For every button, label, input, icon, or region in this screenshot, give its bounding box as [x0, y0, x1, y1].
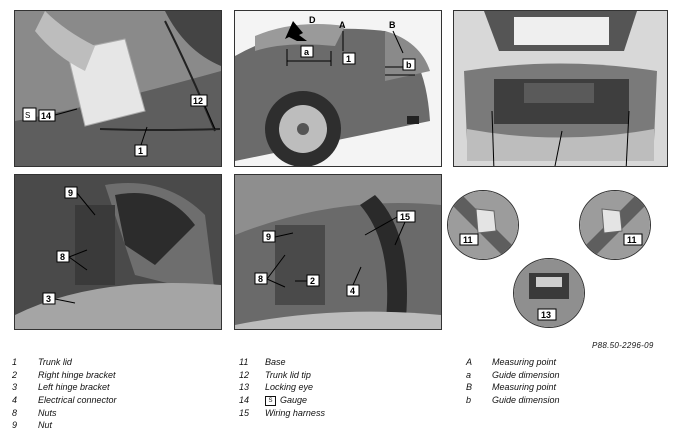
callout-14: 14 [41, 111, 51, 121]
callout-8b: 8 [258, 274, 263, 284]
callout-4: 4 [350, 286, 355, 296]
svg-text:S: S [25, 111, 30, 120]
photo-gauge-on-trunk-lid: S 14 12 1 [14, 10, 222, 167]
photo-open-trunk-art [454, 11, 667, 166]
photo-rear-measuring-points: D A B a 1 b [234, 10, 442, 167]
callout-b: b [406, 60, 412, 70]
figure-reference: P88.50-2296-09 [592, 341, 654, 350]
photo-rear-measuring-points-art: D A B a 1 b [235, 11, 441, 166]
detail-base-right: 11 [579, 190, 651, 260]
callout-9: 9 [68, 188, 73, 198]
detail-base-right-art: 11 [580, 191, 650, 259]
gauge-icon: S [265, 395, 276, 406]
callout-A: A [339, 20, 346, 30]
detail-locking-eye: 13 [513, 258, 585, 328]
photo-gauge-on-trunk-lid-art: S 14 12 1 [15, 11, 221, 166]
callout-1: 1 [138, 146, 143, 156]
photo-open-trunk [453, 10, 668, 167]
photo-left-hinge-art: 9 8 3 [15, 175, 221, 329]
detail-base-left-art: 11 [448, 191, 518, 259]
photo-right-hinge: 9 15 8 2 4 [234, 174, 442, 330]
callout-B: B [389, 20, 396, 30]
callout-3: 3 [46, 294, 51, 304]
callout-1b: 1 [346, 54, 351, 64]
callout-11-right: 11 [627, 235, 637, 245]
photo-left-hinge: 9 8 3 [14, 174, 222, 330]
callout-13: 13 [541, 310, 551, 320]
detail-base-left: 11 [447, 190, 519, 260]
callout-12: 12 [193, 96, 203, 106]
callout-9b: 9 [266, 232, 271, 242]
callout-D: D [309, 15, 316, 25]
callout-15: 15 [400, 212, 410, 222]
photo-right-hinge-art: 9 15 8 2 4 [235, 175, 441, 329]
callout-a: a [304, 47, 310, 57]
callout-8: 8 [60, 252, 65, 262]
detail-locking-eye-art: 13 [514, 259, 584, 327]
callout-2: 2 [310, 276, 315, 286]
callout-11-left: 11 [463, 235, 473, 245]
